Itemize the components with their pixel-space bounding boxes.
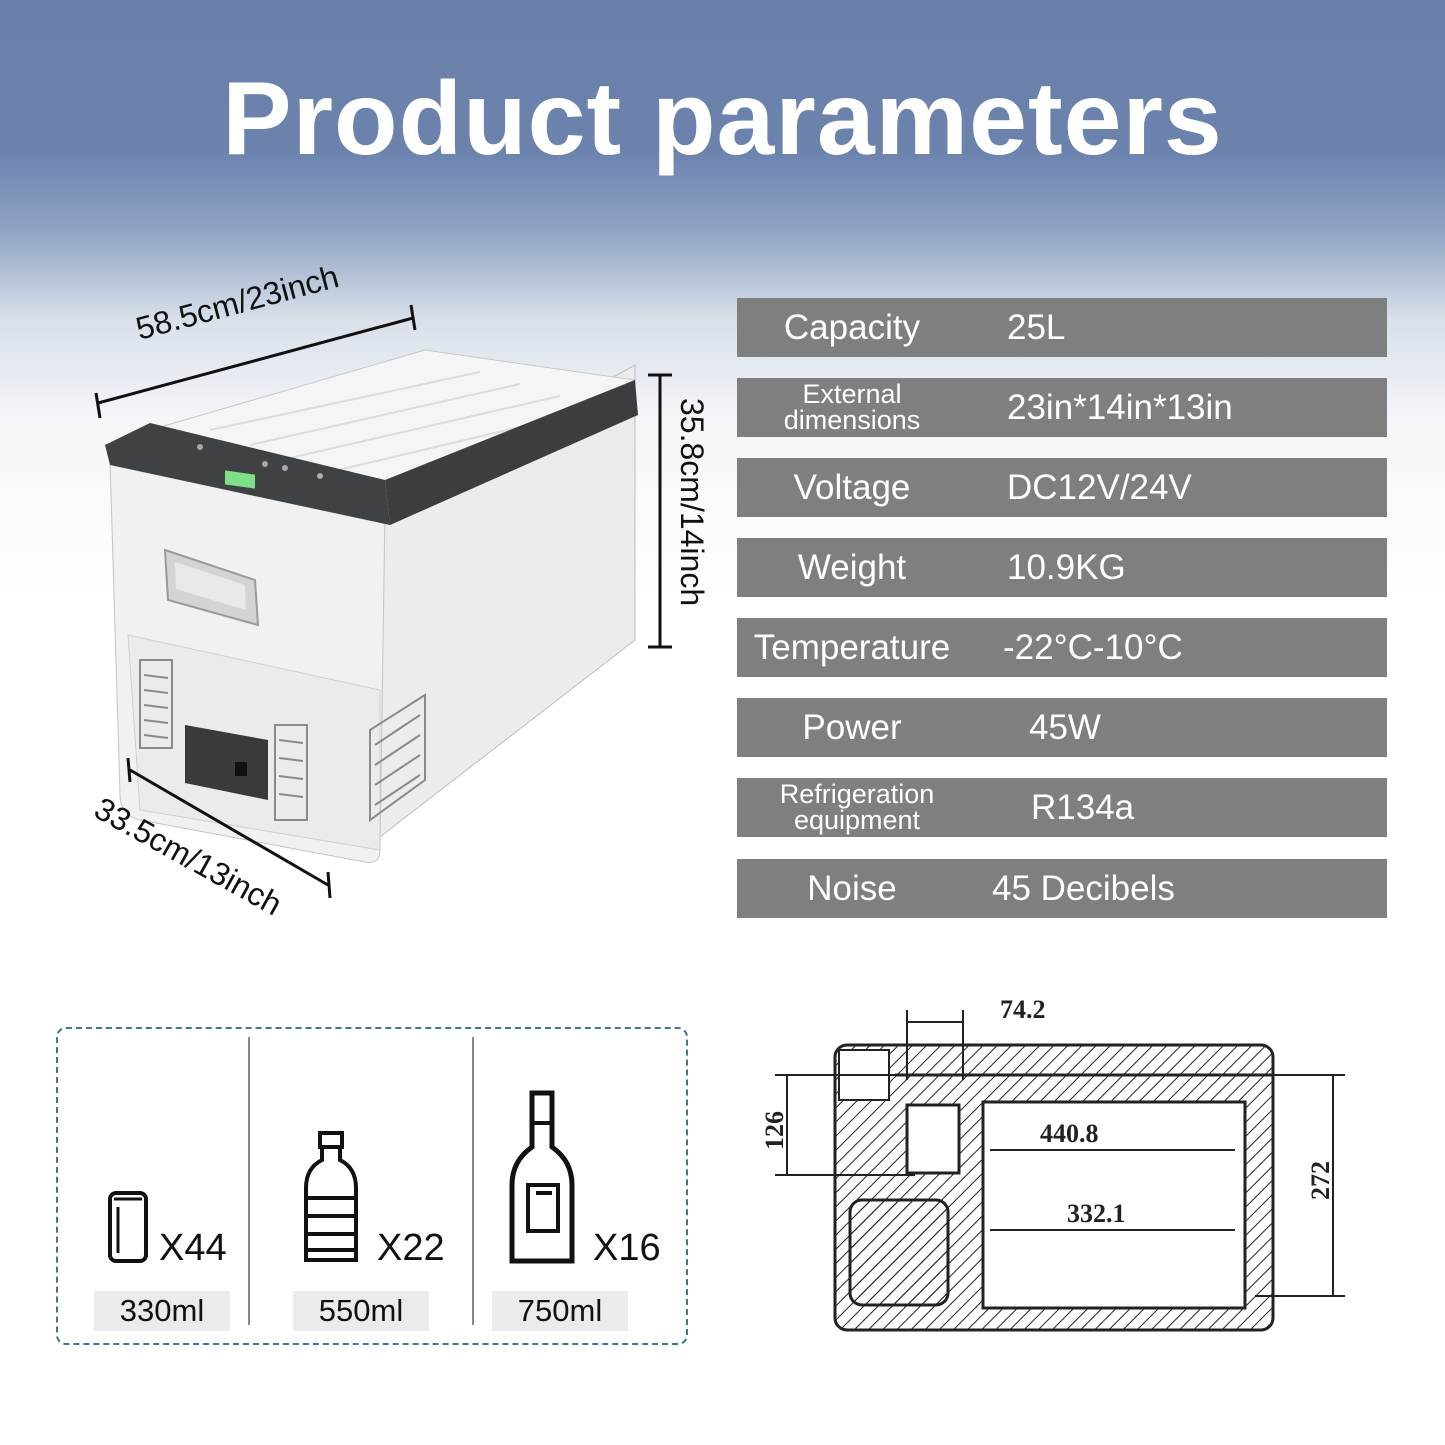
- can-volume: 330ml: [94, 1291, 230, 1331]
- divider: [248, 1037, 250, 1325]
- height-dimension-label: 35.8cm/14inch: [674, 398, 710, 607]
- param-value: 10.9KG: [1007, 547, 1126, 587]
- param-row-dimensions: External dimensions 23in*14in*13in: [737, 378, 1387, 437]
- capacity-box: X44 330ml X22 550ml X16 750ml: [56, 1027, 688, 1345]
- param-label: Noise: [807, 869, 897, 908]
- can-count: X44: [159, 1227, 227, 1269]
- water-bottle-count: X22: [377, 1227, 445, 1269]
- param-row-temperature: Temperature -22°C-10°C: [737, 618, 1387, 677]
- param-value: 45 Decibels: [992, 868, 1175, 908]
- param-value: 23in*14in*13in: [1007, 387, 1233, 427]
- water-bottle-volume: 550ml: [293, 1291, 429, 1331]
- param-label: Temperature: [753, 628, 951, 667]
- fridge-image: [94, 304, 672, 899]
- wine-bottle-volume: 750ml: [492, 1291, 628, 1331]
- param-label: Weight: [797, 548, 907, 587]
- dim-74-2: 74.2: [1000, 995, 1046, 1024]
- param-row-voltage: Voltage DC12V/24V: [737, 458, 1387, 517]
- param-row-weight: Weight 10.9KG: [737, 538, 1387, 597]
- param-label: Refrigeration equipment: [779, 778, 935, 835]
- product-illustration: 58.5cm/23inch 35.8cm/14inch 33.5cm/13inc…: [80, 258, 730, 940]
- param-row-refrigerant: Refrigeration equipment R134a: [737, 778, 1387, 837]
- page-title: Product parameters: [222, 61, 1223, 177]
- param-label: External dimensions: [783, 378, 921, 435]
- param-value: -22°C-10°C: [1003, 627, 1183, 667]
- param-value: R134a: [1031, 787, 1135, 827]
- param-label: Capacity: [783, 308, 921, 347]
- dim-440-8: 440.8: [1040, 1119, 1099, 1148]
- param-value: 45W: [1029, 707, 1101, 747]
- water-bottle-icon: [304, 1131, 358, 1262]
- param-value: DC12V/24V: [1007, 467, 1192, 507]
- param-value: 25L: [1007, 307, 1066, 347]
- param-label: Power: [802, 708, 902, 747]
- param-row-power: Power 45W: [737, 698, 1387, 757]
- param-label: Voltage: [793, 468, 911, 507]
- dim-332-1: 332.1: [1067, 1199, 1126, 1228]
- cross-section-diagram: 74.2 126 440.8 332.1 272: [760, 995, 1345, 1332]
- can-icon: [108, 1191, 148, 1263]
- dim-272: 272: [1306, 1161, 1335, 1200]
- technical-drawing: 74.2 126 440.8 332.1 272: [755, 990, 1375, 1350]
- param-row-noise: Noise 45 Decibels: [737, 859, 1387, 918]
- wine-bottle-icon: [509, 1090, 575, 1264]
- divider: [472, 1037, 474, 1325]
- dim-126: 126: [760, 1111, 789, 1150]
- wine-bottle-count: X16: [593, 1227, 661, 1269]
- param-row-capacity: Capacity 25L: [737, 298, 1387, 357]
